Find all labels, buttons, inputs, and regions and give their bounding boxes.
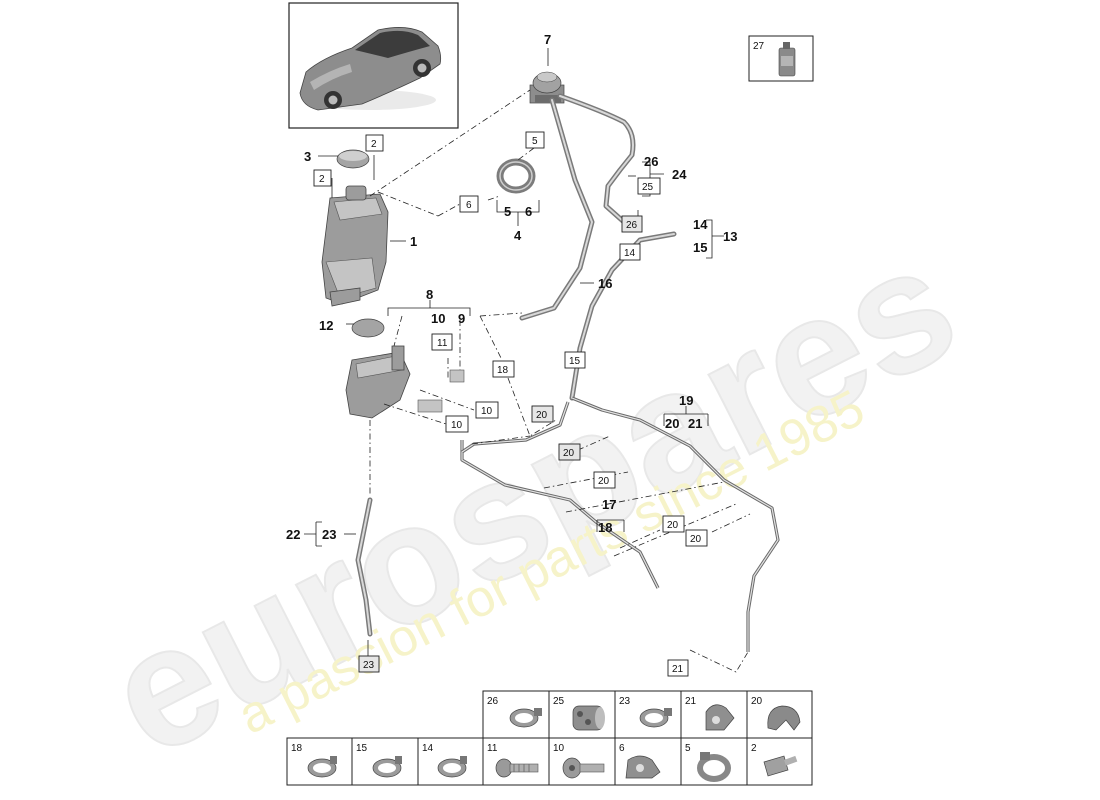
part-label-1: 1 [410,234,417,249]
double-clip-icon [767,705,801,731]
callout-6: 6 [466,200,472,211]
part-label-8: 8 [426,287,433,302]
grid-label-21: 21 [685,696,697,707]
fluid-bottle-callout: 27 [748,35,814,82]
car-icon [299,27,442,111]
callout-20c: 20 [598,476,610,487]
part-label-6: 6 [525,204,532,219]
grid-label-2: 2 [751,743,757,754]
hose-connector-ring [496,158,536,194]
part-label-14: 14 [693,217,708,232]
callout-boxes: 2 2 5 6 25 26 14 11 10 10 18 15 20 20 20… [313,131,708,677]
part-numbers: 3 1 7 5 6 4 16 26 24 14 15 13 8 10 9 12 … [286,32,737,542]
callout-20a: 20 [536,410,548,421]
callout-20d: 20 [667,520,679,531]
grid-label-11: 11 [487,743,498,754]
secondary-tank [345,318,465,419]
part-label-4: 4 [514,228,522,243]
retaining-clip-icon [625,755,661,779]
reservoir-cap [336,149,370,169]
part-label-22: 22 [286,527,300,542]
hose-clamp-icon [437,756,467,778]
parts-grid-bottom-row: 18 15 14 11 10 6 5 2 [286,737,813,786]
part-label-23: 23 [322,527,336,542]
callout-21: 21 [672,664,684,675]
grid-label-14: 14 [422,743,434,754]
electric-pump [529,71,565,104]
part-label-18: 18 [598,520,612,535]
callout-10a: 10 [481,406,493,417]
callout-25: 25 [642,182,654,193]
part-label-7: 7 [544,32,551,47]
fluid-bottle-icon [778,42,796,77]
part-label-26: 26 [644,154,658,169]
grid-label-26: 26 [487,696,499,707]
leader-lines [304,48,751,673]
callout-27: 27 [753,41,765,52]
screw-icon [763,755,798,777]
tank-cap [351,318,385,338]
part-label-12: 12 [319,318,333,333]
grid-label-25: 25 [553,696,565,707]
part-label-15: 15 [693,240,707,255]
part-label-9: 9 [458,311,465,326]
callout-5: 5 [532,136,538,147]
part-label-16: 16 [598,276,612,291]
grid-label-20: 20 [751,696,763,707]
callout-14: 14 [624,248,636,259]
part-label-17: 17 [602,497,616,512]
callout-20e: 20 [690,534,702,545]
callout-18: 18 [497,365,509,376]
screw-icon [562,757,605,779]
part-label-19: 19 [679,393,693,408]
part-label-20: 20 [665,416,679,431]
screw-icon [495,758,539,778]
callout-2b: 2 [319,174,325,185]
callout-11: 11 [437,338,448,349]
grid-label-5: 5 [685,743,691,754]
parts-grid-top-row: 26 25 23 21 20 [482,690,813,739]
car-thumbnail [288,2,459,129]
part-label-13: 13 [723,229,737,244]
callout-20b: 20 [563,448,575,459]
grid-label-10: 10 [553,743,565,754]
hose-clamp-icon [509,708,542,728]
parts-grid: 26 25 23 21 20 18 15 14 11 10 [286,690,813,786]
hose-clamp-icon [307,756,337,778]
callout-26: 26 [626,220,638,231]
callout-10b: 10 [451,420,463,431]
part-label-3: 3 [304,149,311,164]
coolant-expansion-tank [321,185,389,307]
pipe-clip-icon [705,704,735,731]
callout-23: 23 [363,660,375,671]
hose-clamp-icon [639,708,672,728]
ring-clip-icon [697,752,731,782]
bracket [417,399,443,413]
hose-clamp-icon [372,756,402,778]
part-label-10: 10 [431,311,445,326]
grid-label-6: 6 [619,743,625,754]
part-label-24: 24 [672,167,687,182]
grid-label-23: 23 [619,696,631,707]
callout-2a: 2 [371,139,377,150]
part-label-5: 5 [504,204,511,219]
grid-label-15: 15 [356,743,368,754]
connector-sleeve-icon [572,705,605,731]
callout-15: 15 [569,356,581,367]
grid-label-18: 18 [291,743,303,754]
part-label-21: 21 [688,416,702,431]
bracket-small [449,369,465,383]
